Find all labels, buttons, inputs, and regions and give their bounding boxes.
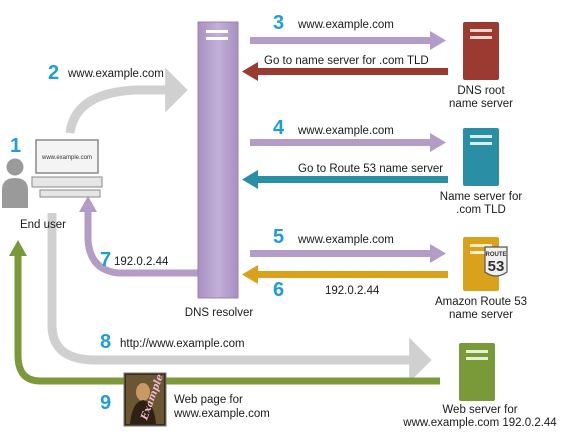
arrow-step-9	[14, 255, 440, 385]
step-2-number: 2	[48, 62, 60, 84]
root-server-label-line2: name server	[449, 98, 513, 110]
step-5-label: www.example.com	[298, 234, 394, 246]
end-user-icon: www.example.com	[2, 139, 103, 208]
arrow-tld-response	[258, 176, 448, 183]
root-response-label: Go to name server for .com TLD	[264, 55, 429, 67]
arrow-step-3-head	[430, 31, 446, 50]
web-server-label-line2: www.example.com 192.0.2.44	[403, 417, 557, 429]
tld-server-label-line1: Name server for	[439, 191, 523, 203]
end-user-label: End user	[19, 219, 67, 231]
portrait-body	[130, 400, 156, 424]
resolver-slot	[206, 30, 228, 33]
tld-response-label: Go to Route 53 name server	[298, 163, 444, 175]
server-slot	[466, 350, 488, 353]
server-slot	[470, 251, 492, 254]
step-6-number: 6	[273, 279, 285, 301]
arrow-step-5-head	[430, 244, 446, 263]
arrow-step-4-head	[430, 133, 446, 152]
step-4-number: 4	[273, 117, 285, 139]
web-server-icon	[459, 343, 495, 401]
arrow-tld-response-head	[242, 170, 258, 189]
arrow-step-6	[258, 271, 448, 278]
arrow-step-2	[65, 67, 188, 134]
query-arrows	[250, 31, 446, 263]
route53-badge-number: 53	[488, 258, 505, 275]
step-2-label: www.example.com	[68, 68, 164, 80]
server-slot	[470, 29, 492, 32]
server-slot	[470, 36, 492, 39]
arrow-step-3	[250, 37, 430, 44]
dns-resolver-server	[197, 21, 239, 299]
arrow-step-8	[47, 213, 432, 383]
tld-server-label-line2: .com TLD	[456, 204, 506, 216]
step-4-label: www.example.com	[298, 125, 394, 137]
monitor-url-text: www.example.com	[41, 155, 92, 161]
route53-label-line2: name server	[449, 309, 513, 321]
arrow-root-response-head	[242, 62, 258, 81]
step-8-number: 8	[100, 331, 112, 353]
step-5-number: 5	[273, 226, 285, 248]
portrait-face	[136, 383, 150, 401]
dns-resolver-label: DNS resolver	[184, 307, 254, 319]
root-server-label-line1: DNS root	[457, 85, 505, 97]
response-arrows	[242, 62, 448, 284]
step-8-label: http://www.example.com	[120, 338, 245, 350]
computer-base	[31, 176, 103, 188]
server-slot	[470, 244, 492, 247]
tld-server-icon	[463, 128, 499, 186]
server-slot	[466, 357, 488, 360]
step-3-number: 3	[273, 12, 285, 34]
dns-root-server-icon	[463, 22, 499, 80]
computer-monitor-icon	[35, 139, 99, 174]
arrow-step-7-head	[79, 196, 97, 212]
user-body	[2, 178, 28, 208]
step-9-number: 9	[100, 392, 112, 414]
step-7-label: 192.0.2.44	[114, 256, 169, 268]
step-3-label: www.example.com	[298, 19, 394, 31]
server-slot	[470, 142, 492, 145]
arrow-step-7	[84, 212, 198, 277]
step-9-label-line1: Web page for	[174, 394, 243, 406]
web-page-image: Example	[123, 372, 167, 427]
route53-badge-top: ROUTE	[486, 252, 507, 258]
web-server-label-line1: Web server for	[442, 404, 518, 416]
server-slot	[470, 135, 492, 138]
route53-server-icon: ROUTE 53	[463, 237, 508, 291]
step-9-label-line2: www.example.com	[174, 408, 270, 420]
resolver-slot	[206, 37, 228, 40]
route53-shield-icon	[484, 246, 508, 277]
step-6-label: 192.0.2.44	[325, 285, 380, 297]
resolver-body	[197, 21, 239, 299]
arrow-step-9-head	[9, 240, 27, 256]
step-1-number: 1	[10, 135, 22, 157]
arrow-step-4	[250, 139, 430, 146]
route53-label-line1: Amazon Route 53	[434, 296, 528, 308]
user-head	[6, 158, 24, 176]
arrow-root-response	[258, 68, 448, 75]
arrow-step-5	[250, 250, 430, 257]
step-7-number: 7	[100, 249, 112, 271]
arrow-step-6-head	[242, 265, 258, 284]
keyboard-icon	[39, 189, 101, 198]
